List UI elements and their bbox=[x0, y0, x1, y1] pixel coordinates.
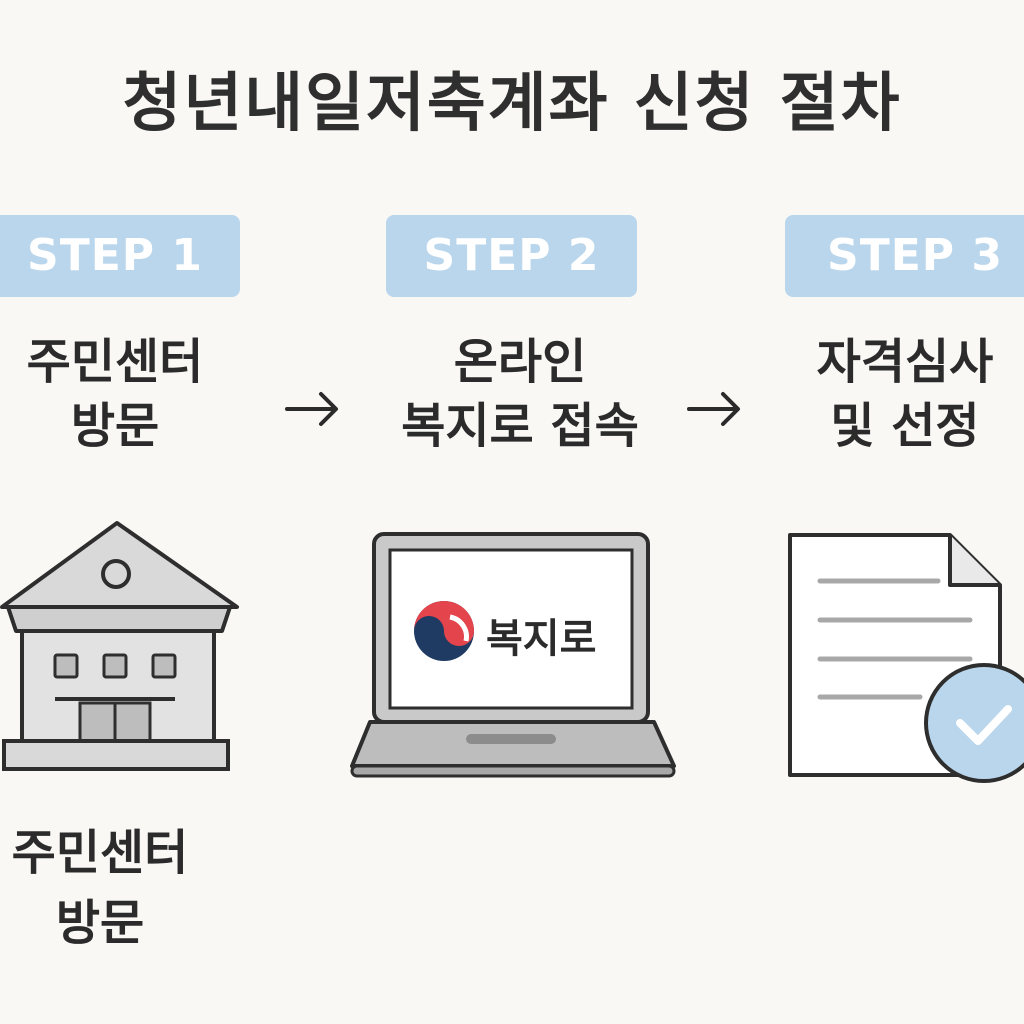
step-2-label-line1: 온라인 bbox=[453, 334, 587, 390]
step-3-label: 자격심사 및 선정 bbox=[785, 330, 1024, 458]
step-1-label-line1: 주민센터 bbox=[26, 334, 204, 390]
step-3-label-line1: 자격심사 bbox=[816, 334, 994, 390]
step-2-badge: STEP 2 bbox=[386, 215, 637, 297]
step-1-badge: STEP 1 bbox=[0, 215, 240, 297]
arrow-right-icon bbox=[687, 392, 740, 426]
laptop-icon: 복지로 bbox=[348, 528, 678, 783]
step-1-label: 주민센터 방문 bbox=[0, 330, 230, 458]
taegeuk-logo-icon bbox=[414, 601, 474, 661]
building-icon bbox=[0, 521, 239, 771]
arrow-right-icon bbox=[285, 392, 338, 426]
building-caption-line2: 방문 bbox=[55, 895, 145, 951]
step-2-label: 온라인 복지로 접속 bbox=[360, 330, 680, 458]
laptop-screen-brand: 복지로 bbox=[486, 616, 597, 662]
step-1-label-line2: 방문 bbox=[70, 398, 160, 454]
document-check-icon bbox=[788, 533, 1024, 783]
step-3-badge: STEP 3 bbox=[785, 215, 1024, 297]
building-caption-line1: 주민센터 bbox=[11, 825, 189, 881]
step-2-label-line2: 복지로 접속 bbox=[401, 398, 639, 454]
page-title: 청년내일저축계좌 신청 절차 bbox=[122, 67, 902, 141]
building-caption: 주민센터 방문 bbox=[0, 818, 200, 958]
step-3-label-line2: 및 선정 bbox=[830, 398, 980, 454]
